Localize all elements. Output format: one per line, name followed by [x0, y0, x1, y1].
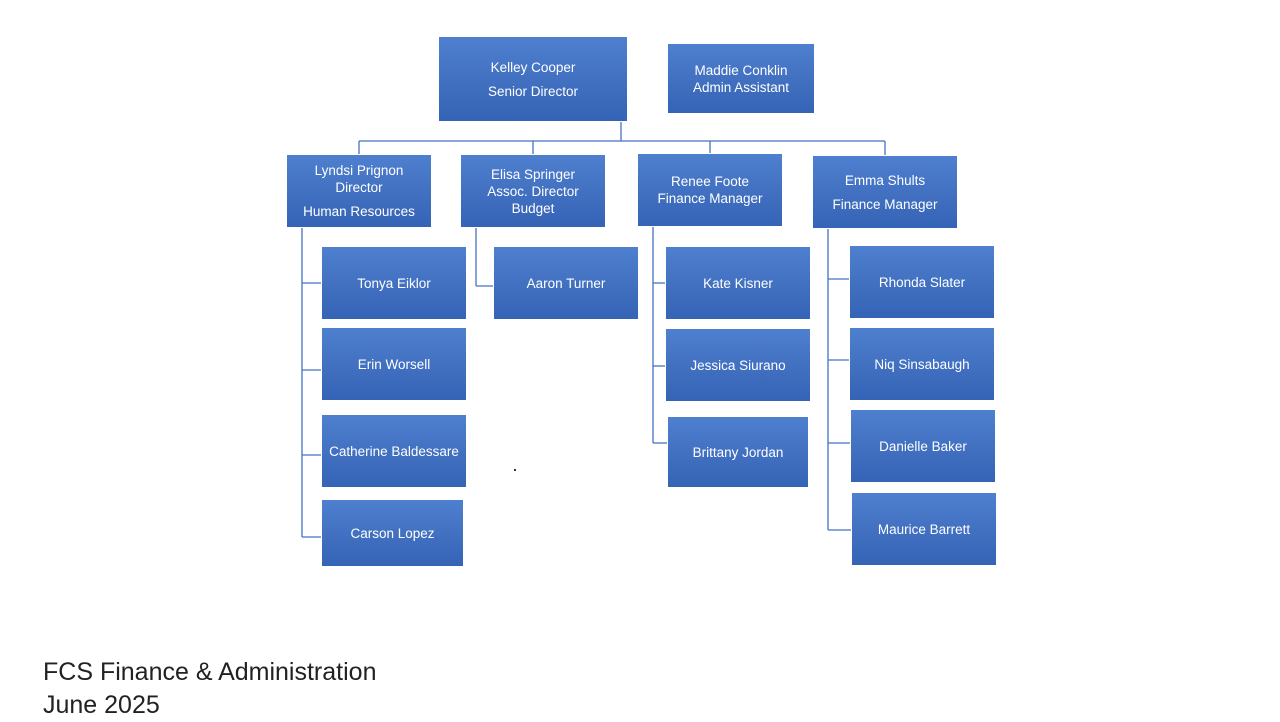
node-title: Director	[335, 180, 383, 195]
node-admin-assistant: Maddie Conklin Admin Assistant	[667, 43, 815, 114]
node-manager-emma-shults: Emma Shults Finance Manager	[812, 155, 958, 229]
node-name: Jessica Siurano	[690, 357, 786, 373]
node-name: Kate Kisner	[703, 275, 773, 291]
node-name: Lyndsi Prignon	[314, 163, 404, 178]
node-name: Niq Sinsabaugh	[874, 356, 970, 372]
node-name: Erin Worsell	[357, 356, 431, 372]
node-title: Finance Manager	[657, 191, 763, 206]
node-report: Tonya Eiklor	[321, 246, 467, 320]
node-name: Elisa Springer	[490, 166, 576, 182]
node-name: Catherine Baldessare	[329, 443, 459, 459]
node-name: Tonya Eiklor	[357, 275, 431, 291]
node-name: Renee Foote	[670, 174, 750, 189]
node-title: Assoc. Director	[487, 183, 579, 199]
node-report: Maurice Barrett	[851, 492, 997, 566]
footer: FCS Finance & Administration June 2025	[43, 656, 376, 722]
node-report: Rhonda Slater	[849, 245, 995, 319]
footer-date: June 2025	[43, 691, 160, 719]
node-report: Kate Kisner	[665, 246, 811, 320]
node-dept: Human Resources	[303, 204, 415, 219]
node-manager-renee-foote: Renee Foote Finance Manager	[637, 153, 783, 227]
node-name: Kelley Cooper	[490, 59, 576, 75]
node-senior-director: Kelley Cooper Senior Director	[438, 36, 628, 122]
node-report: Jessica Siurano	[665, 328, 811, 402]
node-manager-elisa-springer: Elisa Springer Assoc. Director Budget	[460, 154, 606, 228]
node-title: Senior Director	[487, 83, 579, 99]
node-manager-lyndsi-prignon: Lyndsi Prignon Director Human Resources	[286, 154, 432, 228]
node-report: Aaron Turner	[493, 246, 639, 320]
node-name: Brittany Jordan	[692, 444, 784, 460]
node-title: Finance Manager	[832, 196, 938, 212]
footer-title: FCS Finance & Administration	[43, 658, 377, 686]
node-report: Erin Worsell	[321, 327, 467, 401]
node-report: Brittany Jordan	[667, 416, 809, 488]
node-report: Catherine Baldessare	[321, 414, 467, 488]
node-name: Aaron Turner	[526, 275, 606, 291]
node-name: Maurice Barrett	[877, 521, 971, 537]
node-name: Carson Lopez	[350, 525, 435, 541]
node-report: Carson Lopez	[321, 499, 464, 567]
node-title: Admin Assistant	[692, 79, 790, 95]
node-dept: Budget	[511, 200, 555, 216]
node-name: Emma Shults	[844, 172, 926, 188]
node-name: Danielle Baker	[879, 438, 967, 454]
node-name: Rhonda Slater	[878, 274, 966, 290]
node-name: Maddie Conklin	[694, 62, 788, 78]
stray-dot	[514, 469, 516, 471]
node-report: Niq Sinsabaugh	[849, 327, 995, 401]
node-report: Danielle Baker	[850, 409, 996, 483]
